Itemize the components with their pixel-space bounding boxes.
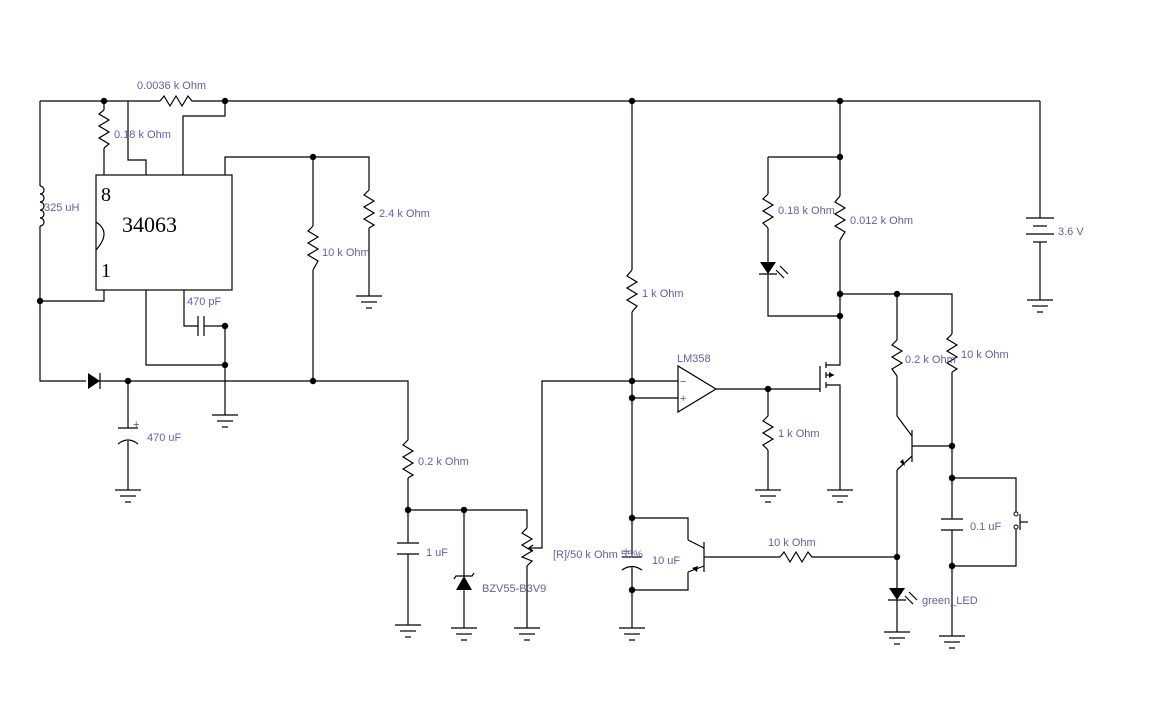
diode-schottky [88,373,101,389]
label-battery: 3.6 V [1058,226,1084,238]
led-red [759,262,789,280]
label-r-1k-bottom: 1 k Ohm [778,428,820,440]
ground-1uf [395,624,421,638]
ground-cap-0.1uf [939,635,965,649]
resistor-1k-top [625,269,639,313]
label-r-0.18k-left: 0.18 k Ohm [114,129,171,141]
ground-470uf [115,489,141,503]
cap-470uf-plus: + [133,419,139,431]
capacitor-0.1uF [941,510,963,531]
label-cap-10uf: 10 uF [652,555,680,567]
led-green [888,588,918,605]
ground-ic [212,414,238,428]
ic-pin-1-label: 1 [101,260,111,282]
mosfet [796,360,841,392]
label-cap-1uf: 1 uF [426,547,448,559]
battery [1026,217,1054,243]
ground-battery [1027,299,1053,313]
label-cap-0.1uf: 0.1 uF [970,521,1001,533]
label-inductor: 325 uH [44,202,80,214]
ground-10uf [619,627,645,641]
push-switch [1013,511,1028,530]
resistor-sense [159,94,196,108]
inductor [39,185,45,227]
label-zener: BZV55-B3V9 [482,583,546,595]
zener-diode [453,572,475,590]
label-r-1k-top: 1 k Ohm [642,288,684,300]
resistor-2.4k [362,189,376,229]
label-r-0.012k: 0.012 k Ohm [850,215,913,227]
resistor-0.012k [833,195,847,241]
resistor-10k-right [945,333,959,373]
capacitor-1uF [397,542,419,555]
ground-mosfet [827,489,853,503]
label-green-led: green_LED [922,595,978,607]
ground-2.4k [356,295,382,309]
opamp-lm358: − + [677,364,718,414]
opamp-minus-sign: − [680,376,686,388]
potentiometer [520,527,535,567]
resistor-1k-bottom [761,415,775,451]
label-r-10k-right: 10 k Ohm [961,349,1009,361]
label-cap-470uf: 470 uF [147,432,182,444]
label-r-10k-feedback: 10 k Ohm [322,247,370,259]
ic-part-number: 34063 [122,212,177,237]
label-opamp: LM358 [677,353,711,365]
resistor-0.18k-right [761,193,775,229]
resistor-10k-base [779,550,816,564]
ground-symbols [115,295,1053,649]
label-r-0.2k-mid: 0.2 k Ohm [418,456,469,468]
junction-dots [36,97,956,594]
ground-pot [514,627,540,641]
bjt-left [687,539,710,573]
ic-pin-8-label: 8 [101,184,111,206]
ground-green-led [884,631,910,645]
ground-1k [755,489,781,503]
label-potentiometer: [R]/50 k Ohm 55% [553,549,643,561]
label-r-0.18k-right: 0.18 k Ohm [778,205,835,217]
label-r-0.2k-right: 0.2 k Ohm [905,354,956,366]
ic-34063: 8 34063 1 [95,174,233,291]
label-r-sense: 0.0036 k Ohm [137,80,206,92]
resistor-0.2k-mid [401,439,415,479]
bjt-right [896,415,913,471]
resistor-0.18k-left [97,109,111,149]
ground-zener [451,627,477,641]
label-r-2.4k: 2.4 k Ohm [379,208,430,220]
cap-10uf-plus: + [623,546,629,558]
label-cap-470pf: 470 pF [187,296,222,308]
label-r-10k-base: 10 k Ohm [768,537,816,549]
capacitor-470pF [197,316,212,336]
resistor-10k-feedback [306,225,320,271]
component-labels: 0.0036 k Ohm 0.18 k Ohm 325 uH 470 pF 10… [44,80,1084,607]
opamp-plus-sign: + [680,393,686,405]
capacitor-10uF: + [621,545,643,572]
resistor-0.2k-right [890,339,904,377]
capacitor-470uF: + [117,419,139,445]
